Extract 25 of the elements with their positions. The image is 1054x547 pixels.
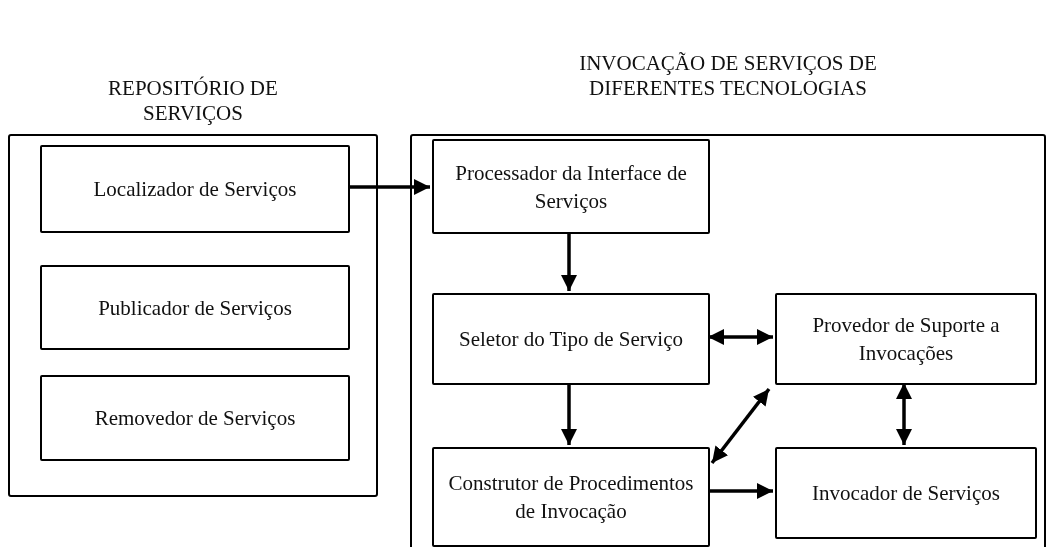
arrow [710, 387, 771, 465]
arrow [708, 329, 773, 345]
group-heading: INVOCAÇÃO DE SERVIÇOS DE DIFERENTES TECNOLOGIAS [578, 51, 878, 101]
process-box [432, 139, 710, 234]
arrow [561, 383, 577, 445]
box-label: Localizador de Serviços [93, 176, 297, 203]
box-label: Processador da Interface de Serviços [454, 159, 688, 215]
process-box [40, 265, 350, 350]
process-box [432, 293, 710, 385]
box-label: Provedor de Suporte a Invocações [811, 312, 1001, 367]
box-label: Publicador de Serviços [98, 294, 292, 322]
group-heading: REPOSITÓRIO DE SERVIÇOS [107, 76, 279, 126]
arrow [561, 232, 577, 291]
process-box [775, 447, 1037, 539]
box-label: Seletor do Tipo de Serviço [459, 326, 683, 353]
process-box [40, 145, 350, 233]
box-label: Removedor de Serviços [94, 405, 296, 432]
process-box [775, 293, 1037, 385]
process-box [432, 447, 710, 547]
arrow [708, 483, 773, 499]
arrow [348, 179, 430, 195]
arrow [896, 383, 912, 445]
box-label: Invocador de Serviços [812, 480, 1000, 507]
box-label: Construtor de Procedimentos de Invocação [447, 470, 695, 525]
process-box [40, 375, 350, 461]
